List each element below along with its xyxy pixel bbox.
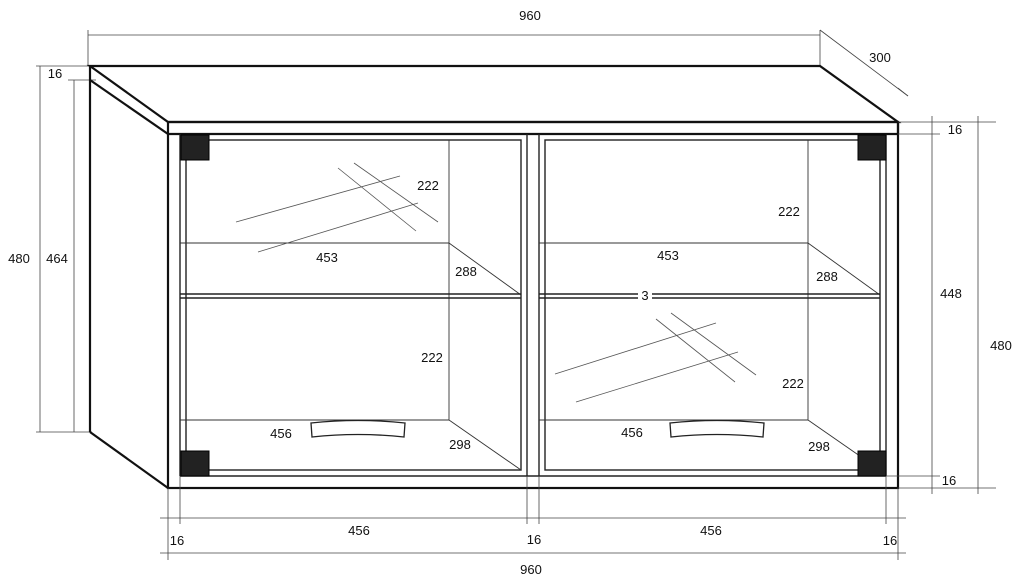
dim-right-opening-label: 456 bbox=[700, 523, 722, 538]
left-shelf-width-label: 453 bbox=[316, 250, 338, 265]
right-shelf-depth-label: 288 bbox=[816, 269, 838, 284]
dim-overall-width-label: 960 bbox=[519, 8, 541, 23]
shelf-thickness-label: 3 bbox=[641, 288, 648, 303]
left-door-handle[interactable] bbox=[310, 419, 406, 438]
right-bottom-depth-label: 298 bbox=[808, 439, 830, 454]
dim-bottom-thickness-right-label: 16 bbox=[942, 473, 956, 488]
left-bottom-depth-label: 298 bbox=[449, 437, 471, 452]
dim-bottom-total-label: 960 bbox=[520, 562, 542, 577]
dim-middle-panel-label: 16 bbox=[527, 532, 541, 547]
right-door-handle[interactable] bbox=[669, 419, 765, 438]
dim-depth-label: 300 bbox=[869, 50, 891, 65]
dim-outer-height-right-label: 480 bbox=[990, 338, 1012, 353]
dim-side-inner-height-label: 464 bbox=[46, 251, 68, 266]
hinge-top-right bbox=[857, 134, 887, 161]
dimension-depth: 300 bbox=[819, 29, 909, 97]
left-upper-height-label: 222 bbox=[417, 178, 439, 193]
right-shelf-width-label: 453 bbox=[657, 248, 679, 263]
dimension-bottom-widths: 16 456 16 456 16 960 bbox=[160, 476, 906, 577]
hinge-top-left bbox=[180, 134, 210, 161]
dimension-right-heights: 16 448 480 16 bbox=[886, 116, 1012, 494]
right-compartment: 222 453 288 222 456 298 bbox=[539, 134, 887, 477]
hinge-bottom-left bbox=[180, 450, 210, 477]
right-bottom-width-label: 456 bbox=[621, 425, 643, 440]
left-shelf-depth-label: 288 bbox=[455, 264, 477, 279]
right-lower-height-label: 222 bbox=[782, 376, 804, 391]
dim-right-panel-label: 16 bbox=[883, 533, 897, 548]
dim-top-thickness-right-label: 16 bbox=[948, 122, 962, 137]
dim-inner-height-label: 448 bbox=[940, 286, 962, 301]
dimension-overall-width: 960 bbox=[87, 8, 821, 66]
right-upper-height-label: 222 bbox=[778, 204, 800, 219]
dim-side-outer-height-label: 480 bbox=[8, 251, 30, 266]
dim-left-panel-label: 16 bbox=[170, 533, 184, 548]
dim-left-opening-label: 456 bbox=[348, 523, 370, 538]
cabinet-body bbox=[86, 64, 902, 490]
dimension-left-heights: 480 464 16 bbox=[8, 65, 96, 433]
left-lower-height-label: 222 bbox=[421, 350, 443, 365]
left-compartment: 222 453 288 222 456 298 bbox=[180, 134, 522, 477]
left-bottom-width-label: 456 bbox=[270, 426, 292, 441]
dim-top-thickness-left-label: 16 bbox=[48, 66, 62, 81]
hinge-bottom-right bbox=[857, 450, 887, 477]
